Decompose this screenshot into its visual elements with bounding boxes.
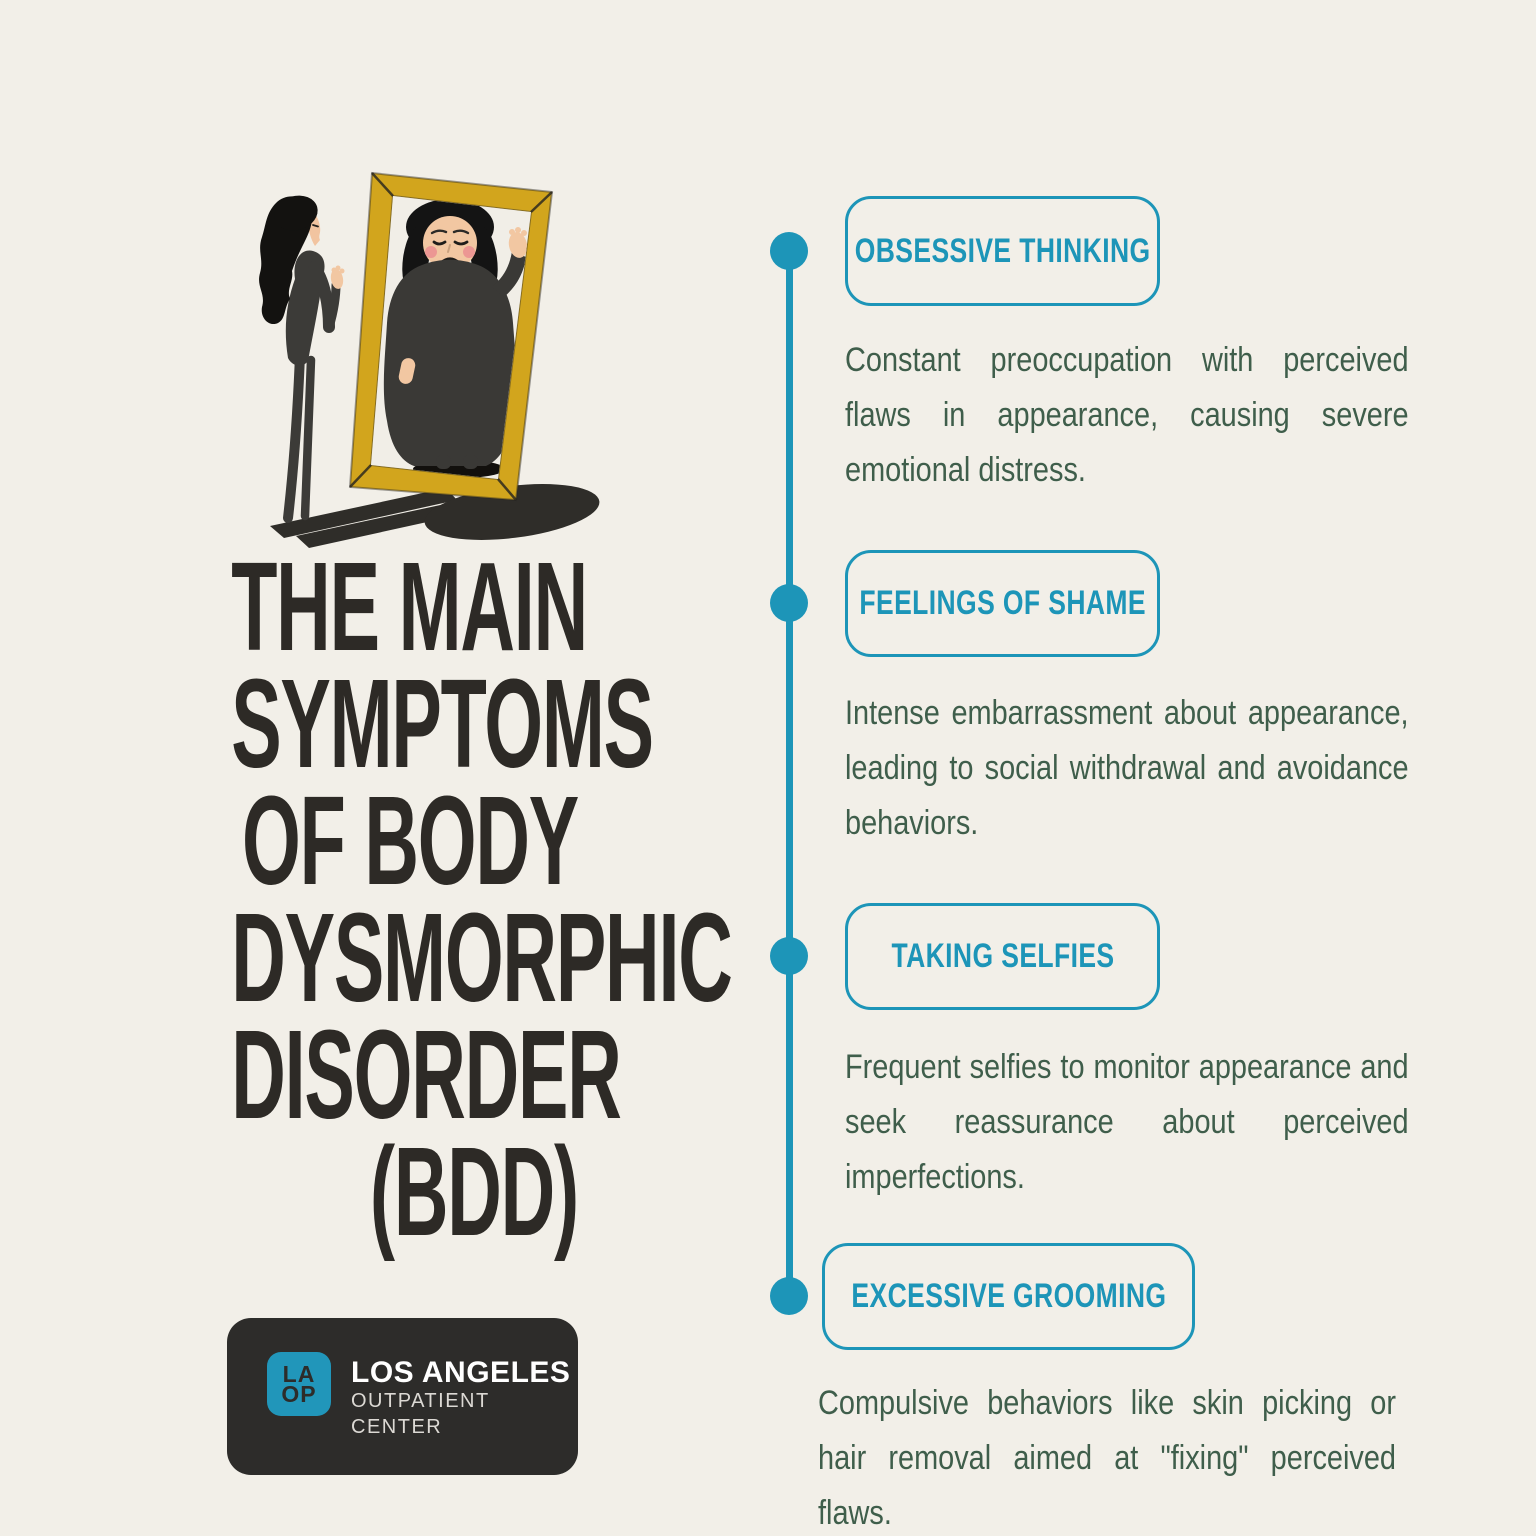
symptom-box-feelings-of-shame: FEELINGS OF SHAME bbox=[845, 550, 1160, 657]
laop-logo: LA OP LOS ANGELES OUTPATIENT CENTER bbox=[227, 1318, 578, 1475]
symptom-description: Constant preoccupation with perceived fl… bbox=[845, 341, 1409, 489]
badge-line1: LA bbox=[282, 1360, 316, 1387]
symptom-description: Frequent selfies to monitor appearance a… bbox=[845, 1048, 1409, 1196]
timeline-dot bbox=[770, 937, 808, 975]
symptom-label: OBSESSIVE THINKING bbox=[854, 231, 1151, 270]
logo-name: LOS ANGELES bbox=[351, 1356, 571, 1389]
symptom-box-excessive-grooming: EXCESSIVE GROOMING bbox=[822, 1243, 1195, 1350]
title-line: DISORDER bbox=[231, 1004, 622, 1145]
floor-shadows bbox=[270, 484, 600, 548]
title-line: (BDD) bbox=[369, 1121, 579, 1262]
title-line: DYSMORPHIC bbox=[231, 887, 733, 1028]
title-line: OF BODY bbox=[241, 770, 579, 911]
laop-badge-icon: LA OP bbox=[267, 1352, 331, 1416]
timeline-dot bbox=[770, 1277, 808, 1315]
symptom-label: FEELINGS OF SHAME bbox=[859, 584, 1146, 622]
page-title: THE MAIN SYMPTOMS OF BODY DYSMORPHIC DIS… bbox=[231, 536, 733, 1262]
timeline-line bbox=[786, 251, 793, 1296]
symptom-description: Compulsive behaviors like skin picking o… bbox=[818, 1384, 1396, 1532]
logo-subtitle: OUTPATIENT CENTER bbox=[351, 1390, 490, 1438]
badge-line2: OP bbox=[281, 1381, 317, 1407]
standing-woman bbox=[259, 195, 345, 523]
symptom-label: EXCESSIVE GROOMING bbox=[851, 1277, 1167, 1315]
title-line: SYMPTOMS bbox=[231, 653, 654, 794]
timeline-dot bbox=[770, 584, 808, 622]
logo-text: LOS ANGELES OUTPATIENT CENTER bbox=[351, 1352, 578, 1440]
timeline-dot bbox=[770, 232, 808, 270]
symptom-box-taking-selfies: TAKING SELFIES bbox=[845, 903, 1160, 1010]
title-line: THE MAIN bbox=[231, 536, 588, 677]
symptom-label: TAKING SELFIES bbox=[890, 937, 1115, 975]
symptom-description: Intense embarrassment about appearance, … bbox=[845, 694, 1409, 842]
symptom-box-obsessive-thinking: OBSESSIVE THINKING bbox=[845, 196, 1160, 306]
mirror-illustration bbox=[259, 171, 600, 548]
